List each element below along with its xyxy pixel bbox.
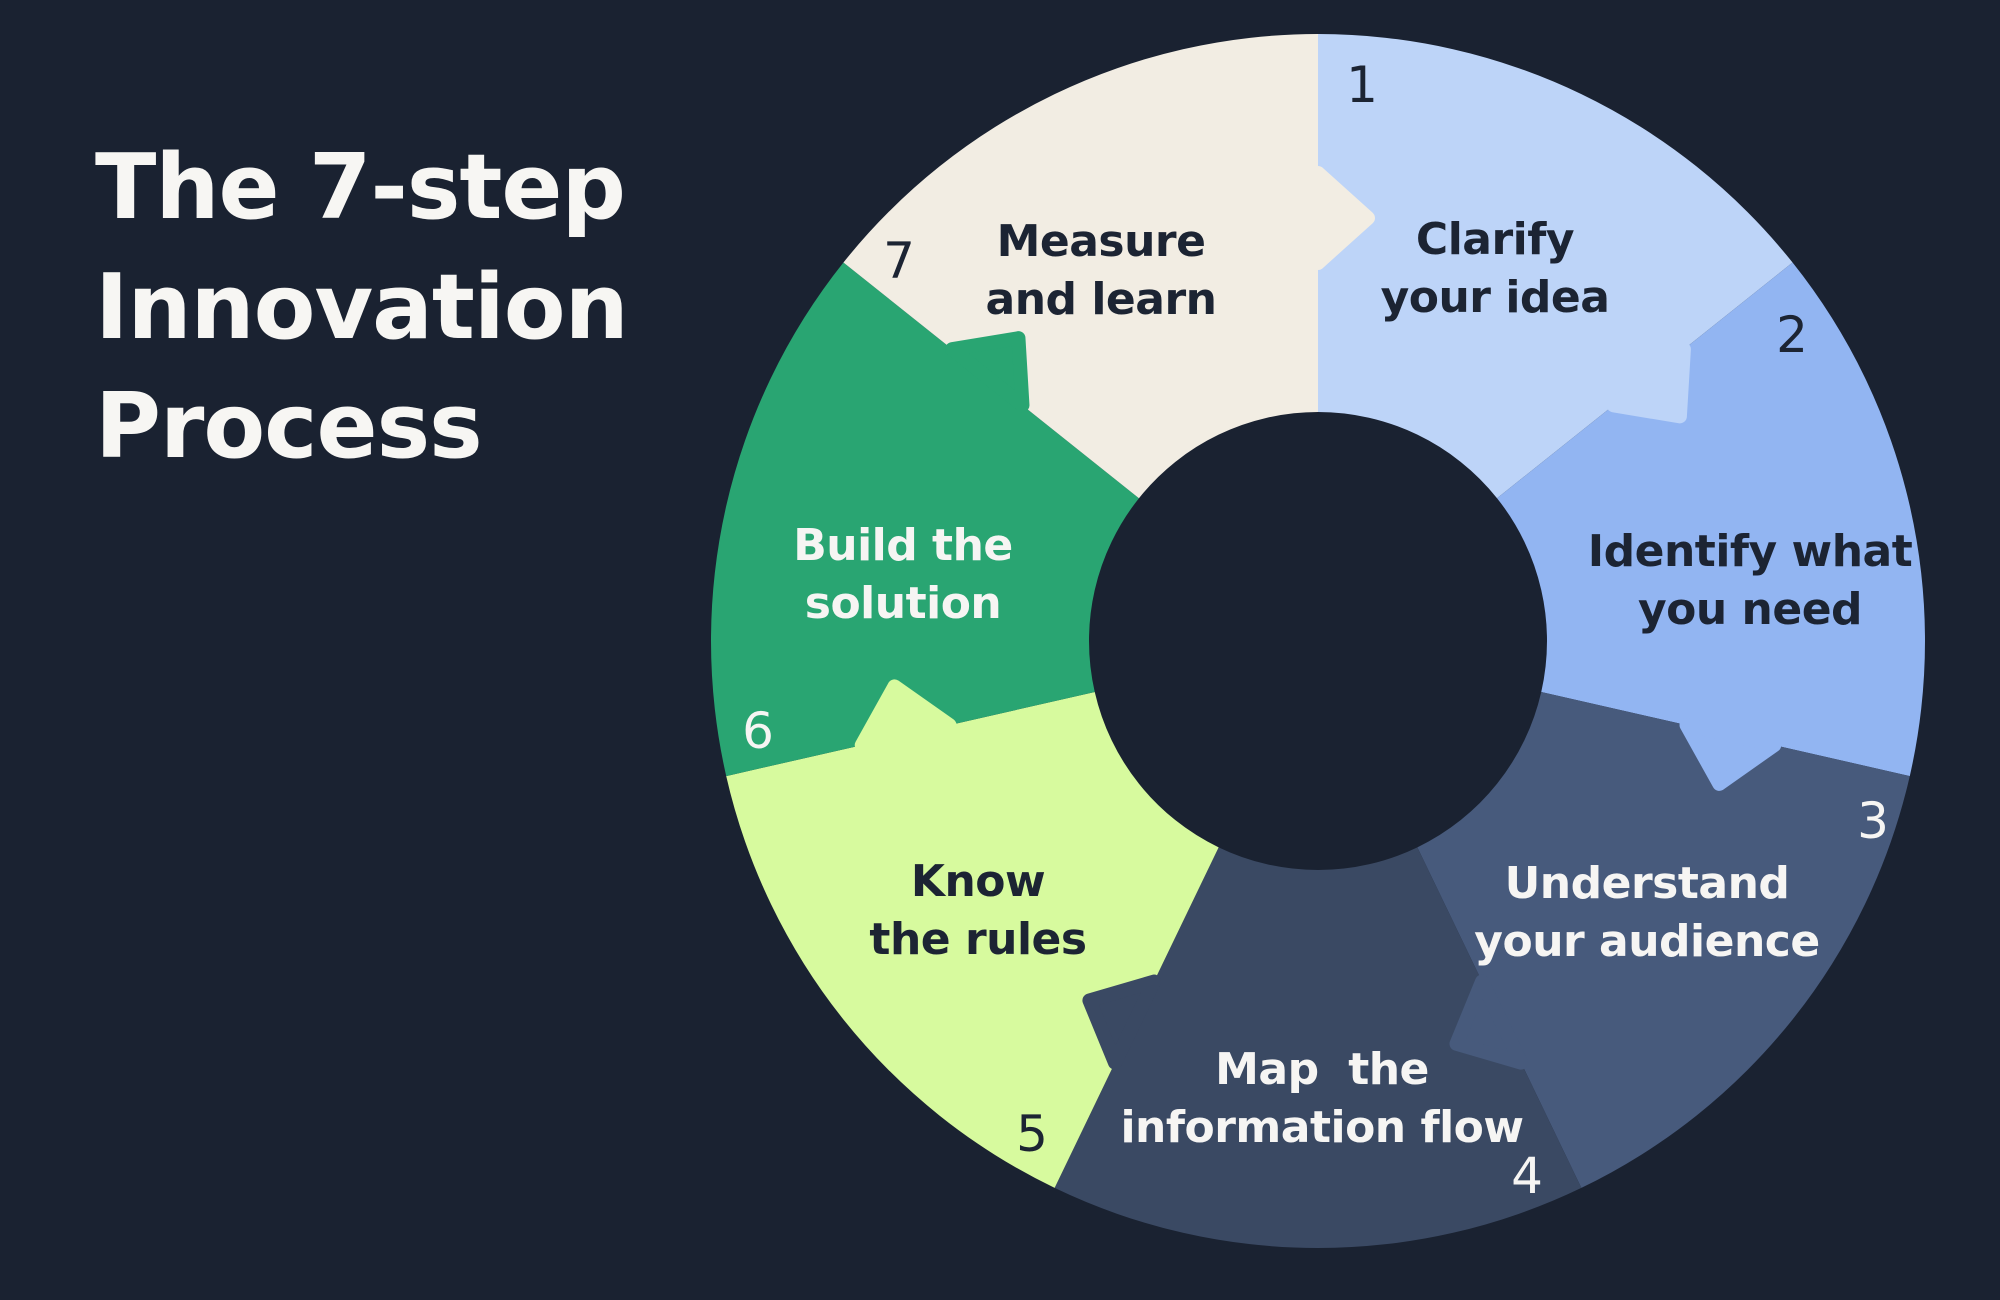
segment-1-arrow-icon	[1606, 342, 1691, 424]
segment-3-number: 3	[1857, 792, 1889, 850]
segment-7-label-line-2: and learn	[986, 274, 1217, 325]
segment-5-label-line-1: Know	[911, 856, 1045, 907]
segment-4-label-line-1: Map the	[1215, 1044, 1429, 1095]
segment-1-label: Clarify your idea	[1381, 214, 1610, 323]
segment-5-arrow-icon	[854, 679, 957, 753]
segment-3-label-line-1: Understand	[1505, 858, 1790, 909]
segment-4-sector	[1054, 847, 1582, 1249]
wheel-sectors	[711, 34, 1925, 1249]
title-line-1: The 7-step	[95, 135, 626, 240]
segment-5-label: Know the rules	[869, 856, 1086, 965]
title-line-2: Innovation	[95, 254, 629, 360]
segment-1-number: 1	[1346, 56, 1378, 114]
segment-7-number: 7	[883, 232, 915, 290]
segment-6-label-line-2: solution	[805, 578, 1002, 629]
page-title: The 7-step Innovation Process	[95, 128, 629, 487]
segment-1-sector	[1318, 34, 1793, 499]
segment-2-number: 2	[1776, 306, 1808, 364]
segment-6-number: 6	[742, 702, 774, 760]
segment-7-arrow-icon	[1311, 166, 1375, 270]
wheel-arrows	[854, 166, 1782, 1070]
segment-5-sector	[726, 691, 1219, 1188]
segment-7-label: Measure and learn	[986, 216, 1217, 325]
segment-6-label-line-1: Build the	[793, 520, 1013, 571]
segment-3-label: Understand your audience	[1474, 858, 1819, 967]
segment-3-sector	[1417, 691, 1910, 1188]
title-line-3: Process	[95, 374, 483, 480]
segment-2-label: Identify what you need	[1588, 526, 1913, 635]
wheel-step-numbers: 1 2 3 4 5 6 7	[742, 56, 1889, 1205]
segment-6-label: Build the solution	[793, 520, 1013, 629]
segment-1-label-line-2: your idea	[1381, 272, 1610, 323]
segment-3-label-line-2: your audience	[1474, 916, 1819, 967]
segment-5-label-line-2: the rules	[869, 914, 1086, 965]
segment-2-label-line-2: you need	[1638, 584, 1862, 635]
segment-4-label: Map the information flow	[1120, 1044, 1523, 1153]
segment-7-label-line-1: Measure	[997, 216, 1206, 267]
segment-5-number: 5	[1016, 1105, 1048, 1163]
segment-3-arrow-icon	[1449, 974, 1529, 1070]
segment-4-number: 4	[1511, 1147, 1543, 1205]
segment-1-label-line-1: Clarify	[1416, 214, 1574, 265]
segment-2-sector	[1497, 262, 1925, 777]
segment-6-arrow-icon	[945, 331, 1030, 413]
segment-6-sector	[711, 262, 1139, 777]
segment-4-arrow-icon	[1082, 974, 1161, 1070]
segment-2-label-line-1: Identify what	[1588, 526, 1913, 577]
segment-7-sector	[843, 34, 1318, 499]
segment-4-label-line-2: information flow	[1120, 1102, 1523, 1153]
segment-2-arrow-icon	[1679, 718, 1782, 791]
